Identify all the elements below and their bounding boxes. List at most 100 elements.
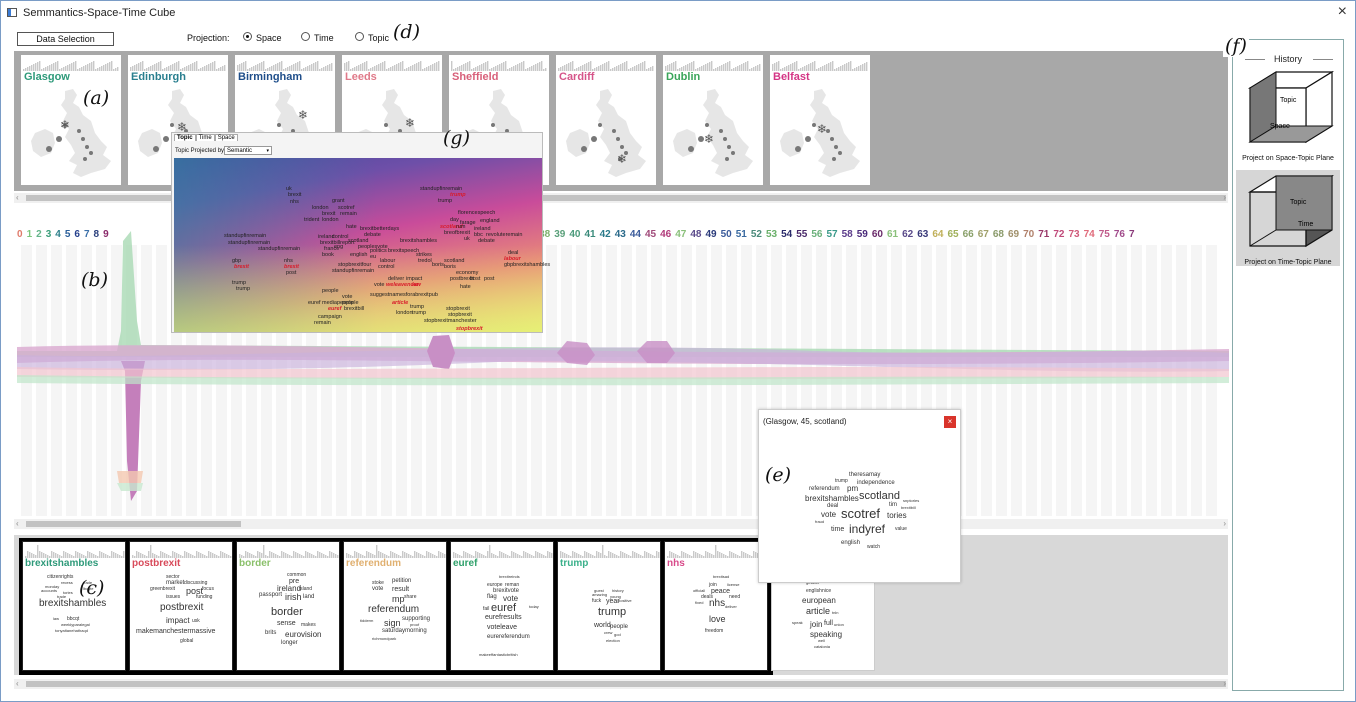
topic-word[interactable]: brexit — [284, 264, 299, 270]
topic-word[interactable]: ireland — [474, 226, 491, 232]
projection-time-radio[interactable] — [301, 32, 310, 41]
time-step-label[interactable]: 4 — [55, 229, 61, 240]
topic-word[interactable]: eng — [334, 244, 344, 250]
topic-word[interactable]: brexitspeech — [388, 248, 420, 254]
topic-word[interactable]: post — [286, 270, 297, 276]
topic-word[interactable]: brexitbillreport — [320, 240, 355, 246]
tab-space[interactable]: Space — [214, 134, 238, 141]
topic-word[interactable]: strikes — [416, 252, 432, 258]
topic-word[interactable]: stopbrexit — [456, 326, 483, 332]
topic-word[interactable]: trump — [450, 192, 466, 198]
topic-streamgraph[interactable] — [17, 211, 1229, 516]
topic-word[interactable]: stopbrexitfour — [338, 262, 372, 268]
time-step-label[interactable]: 55 — [796, 229, 808, 240]
topic-word[interactable]: nhs — [290, 199, 299, 205]
topic-word[interactable]: euref — [308, 300, 321, 306]
topic-word[interactable]: grant — [332, 198, 345, 204]
time-step-label[interactable]: 75 — [1098, 229, 1110, 240]
topic-word[interactable]: breofbrexit — [444, 230, 470, 236]
close-window-button[interactable]: × — [1337, 3, 1347, 20]
topic-word[interactable]: brexitbill — [344, 306, 365, 312]
time-step-label[interactable]: 69 — [1008, 229, 1020, 240]
time-step-label[interactable]: 38 — [539, 229, 551, 240]
history-item-space-topic[interactable]: Topic Space Project on Space-Topic Plane — [1236, 66, 1340, 162]
topic-word[interactable]: brexitbetterdays — [360, 226, 400, 232]
map-card-cardiff[interactable]: Cardiff ❄ — [556, 55, 656, 185]
map-scrollbar[interactable]: ‹› — [14, 193, 1228, 203]
time-step-label[interactable]: 68 — [992, 229, 1004, 240]
time-step-label[interactable]: 50 — [720, 229, 732, 240]
topic-word[interactable]: trident — [304, 217, 320, 223]
topic-word[interactable]: remain — [314, 320, 331, 326]
stream-scrollbar[interactable]: ‹› — [14, 519, 1228, 529]
time-step-label[interactable]: 2 — [36, 229, 42, 240]
topic-word[interactable]: rum — [456, 224, 466, 230]
time-step-label[interactable]: 40 — [569, 229, 581, 240]
topic-word[interactable]: bost — [470, 276, 481, 282]
time-step-label[interactable]: 47 — [675, 229, 687, 240]
topic-word[interactable]: english — [350, 252, 368, 258]
close-icon[interactable]: × — [944, 416, 956, 428]
topic-word[interactable]: france — [324, 246, 340, 252]
map-card-dublin[interactable]: Dublin ❄ — [663, 55, 763, 185]
topic-word[interactable]: nhs — [284, 258, 293, 264]
time-step-label[interactable]: 3 — [45, 229, 52, 240]
time-step-label[interactable]: 39 — [554, 229, 566, 240]
time-step-label[interactable]: 7 — [1129, 229, 1135, 240]
topic-word[interactable]: people — [322, 288, 339, 294]
topic-word[interactable]: trump — [236, 286, 251, 292]
time-step-label[interactable]: 66 — [962, 229, 974, 240]
topic-word[interactable]: trump — [412, 310, 427, 316]
topic-word[interactable]: revoluteremain — [486, 232, 523, 238]
time-step-label[interactable]: 59 — [856, 229, 868, 240]
topic-word[interactable]: mediapeople — [322, 300, 354, 306]
topic-word[interactable]: debate — [364, 232, 381, 238]
time-step-label[interactable]: 46 — [660, 229, 672, 240]
topic-word[interactable]: uk — [464, 236, 470, 242]
time-step-label[interactable]: 6 — [74, 229, 80, 240]
time-step-label[interactable]: 73 — [1068, 229, 1080, 240]
topic-word[interactable]: brexitshambles — [400, 238, 437, 244]
time-step-label[interactable]: 8 — [93, 229, 100, 240]
topic-word[interactable]: boris — [444, 264, 456, 270]
topic-word[interactable]: euref — [328, 306, 342, 312]
time-step-label[interactable]: 76 — [1113, 229, 1125, 240]
topic-word[interactable]: suggestnamesforabrexitpub — [370, 292, 438, 298]
time-step-label[interactable]: 45 — [645, 229, 657, 240]
time-step-label[interactable]: 72 — [1053, 229, 1065, 240]
time-step-label[interactable]: 74 — [1083, 229, 1095, 240]
topic-word[interactable]: gbpbrexitshambles — [504, 262, 551, 268]
topic-word[interactable]: london — [312, 205, 329, 211]
wordcloud-scrollbar[interactable]: ‹› — [14, 679, 1228, 689]
projection-space-radio[interactable] — [243, 32, 252, 41]
topic-word[interactable]: standupfinremain — [420, 186, 463, 192]
topic-word[interactable]: standupfinremain — [224, 233, 267, 239]
topic-word[interactable]: tredol — [418, 258, 432, 264]
topic-word[interactable]: labour — [504, 256, 521, 262]
time-step-label[interactable]: 62 — [902, 229, 914, 240]
topic-word[interactable]: brexit — [234, 264, 249, 270]
topic-word[interactable]: day — [450, 217, 459, 223]
topic-word[interactable]: standupfinremain — [228, 240, 271, 246]
topic-word[interactable]: boris — [432, 262, 444, 268]
topic-word[interactable]: politics — [370, 248, 387, 254]
topic-word[interactable]: uk — [286, 186, 292, 192]
topic-word[interactable]: control — [332, 234, 349, 240]
time-step-label[interactable]: 70 — [1023, 229, 1035, 240]
topic-word[interactable]: stopbrexitmanchester — [424, 318, 477, 324]
topic-word[interactable]: vote — [342, 294, 353, 300]
topic-word[interactable]: standupfinremain — [332, 268, 375, 274]
topic-word[interactable]: hate — [346, 224, 357, 230]
topic-word[interactable]: stopbrexit — [448, 312, 472, 318]
time-step-label[interactable]: 64 — [932, 229, 944, 240]
topic-word[interactable]: standupfinremain — [258, 246, 301, 252]
topic-word[interactable]: trump — [438, 198, 453, 204]
history-item-time-topic[interactable]: Topic Time Project on Time-Topic Plane — [1236, 170, 1340, 266]
